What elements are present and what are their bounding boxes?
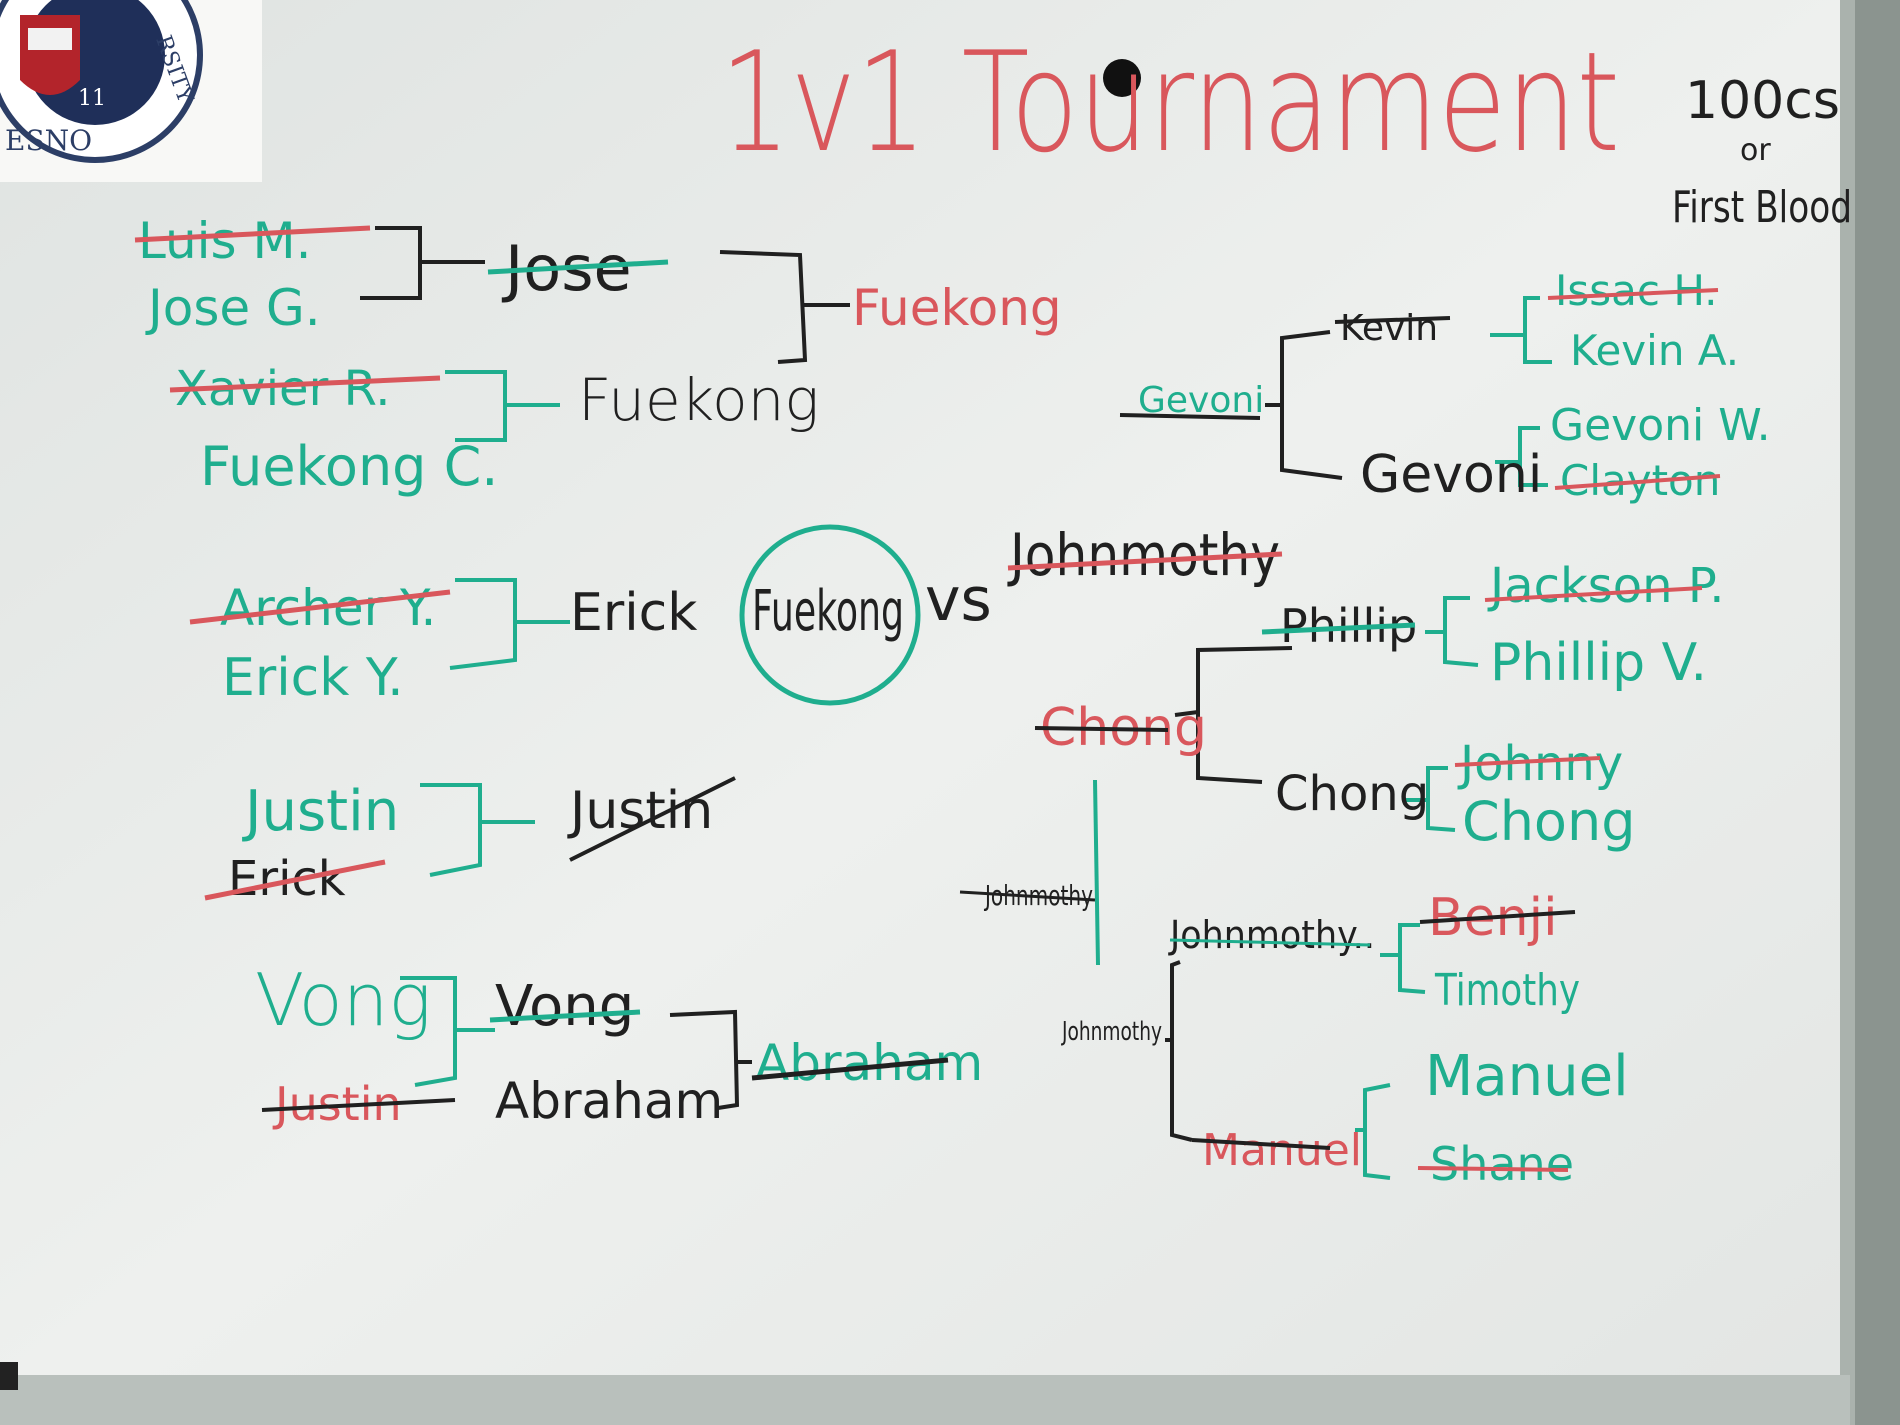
strike-line — [1417, 1166, 1569, 1172]
player-name: Luis M. — [138, 212, 312, 270]
seal-text-bottom: ESNO — [5, 124, 92, 157]
winner-circle — [739, 524, 921, 706]
strike-line — [204, 859, 386, 901]
strike-line — [134, 225, 371, 243]
strike-line — [751, 1057, 949, 1081]
player-name: Gevoni — [1360, 445, 1542, 505]
shield-icon — [20, 15, 80, 95]
page-title: 1v1 Tournament — [720, 22, 1620, 183]
player-name: Kevin A. — [1570, 326, 1739, 375]
bracket-connector — [1093, 779, 1100, 966]
player-name: Abraham — [495, 1072, 723, 1130]
player-name: Fuekong — [578, 366, 819, 434]
player-name: Erick — [570, 583, 697, 643]
strike-line — [1119, 413, 1261, 420]
strike-line — [959, 890, 1096, 902]
bracket-connector — [360, 226, 485, 300]
bracket-connector — [445, 370, 560, 442]
player-name: Phillip V. — [1490, 633, 1707, 693]
strike-line — [1547, 288, 1719, 300]
strike-line — [487, 259, 669, 275]
strike-line — [1261, 622, 1416, 635]
right-bracket: Issac H. Kevin A. Gevoni W. Clayton Jack… — [959, 266, 1771, 1191]
player-name: Erick Y. — [222, 648, 404, 708]
strike-line — [1334, 316, 1451, 324]
bracket-connector — [1174, 646, 1293, 784]
player-name: Timothy — [1434, 965, 1580, 1016]
strike-line — [1191, 1138, 1331, 1150]
rules-line-1: 100cs — [1685, 71, 1840, 131]
strike-line — [261, 1098, 456, 1112]
strike-line — [1454, 756, 1601, 767]
strike-line — [189, 589, 451, 625]
player-name: Vong — [255, 958, 432, 1042]
strike-line — [1484, 586, 1703, 602]
rules-line-2: or — [1740, 133, 1771, 168]
player-name: Kevin — [1340, 308, 1438, 349]
book-icon — [28, 28, 72, 50]
player-name: Shane — [1430, 1137, 1574, 1191]
bracket-connector — [1490, 296, 1552, 364]
strike-line — [569, 776, 736, 862]
final-match: Fuekong vs Johnmothy — [739, 521, 1283, 706]
strike-line — [1419, 910, 1576, 924]
bracket-connector — [1405, 766, 1456, 832]
bracket-connector — [449, 578, 570, 670]
pin-icon — [1103, 59, 1141, 97]
player-name: Manuel — [1202, 1125, 1362, 1176]
player-name: Vong — [495, 974, 634, 1039]
player-name: Justin — [242, 779, 399, 844]
player-name: Erick — [228, 851, 346, 907]
player-name: Fuekong C. — [200, 435, 498, 498]
bracket-connector — [1495, 426, 1548, 487]
bracket-connector — [669, 1009, 752, 1110]
player-name: Gevoni W. — [1550, 400, 1771, 451]
seal-number: 11 — [78, 86, 106, 111]
university-seal-paper: 11 RSITY ESNO — [0, 0, 262, 182]
player-name: Abraham — [755, 1034, 983, 1092]
strike-line — [1169, 938, 1371, 947]
left-bracket: Luis M. Jose G. Xavier R. Fuekong C. Arc… — [134, 212, 1062, 1131]
bracket-connector — [1355, 1083, 1391, 1180]
strike-line — [169, 375, 441, 393]
strike-line — [1034, 726, 1169, 732]
wall-right — [1855, 0, 1900, 1425]
bracket-connector — [1380, 923, 1426, 994]
player-name: Manuel — [1425, 1044, 1629, 1109]
player-name: Jackson P. — [1487, 558, 1725, 614]
strike-line — [1554, 474, 1721, 490]
final-left-player: Fuekong — [752, 579, 904, 644]
bracket-connector — [420, 783, 535, 877]
player-name: Johnmothy.. — [1168, 913, 1375, 957]
rules-line-3: First Blood — [1672, 182, 1852, 233]
player-name: Chong — [1462, 790, 1635, 853]
player-name: Fuekong — [852, 279, 1062, 337]
bracket-connector — [1265, 330, 1343, 480]
player-name: Chong — [1275, 766, 1429, 822]
final-vs: vs — [925, 565, 992, 635]
board-tray — [0, 1375, 1850, 1425]
player-name: Johnmothy — [1061, 1017, 1162, 1047]
strike-line — [1007, 551, 1283, 571]
marker-clip — [0, 1362, 18, 1390]
bracket-connector — [719, 250, 850, 364]
player-name: Justin — [567, 781, 713, 841]
bracket-connector — [1425, 596, 1479, 667]
strike-line — [489, 1009, 641, 1023]
player-name: Jose G. — [145, 279, 321, 337]
bracket-connector — [400, 976, 495, 1087]
